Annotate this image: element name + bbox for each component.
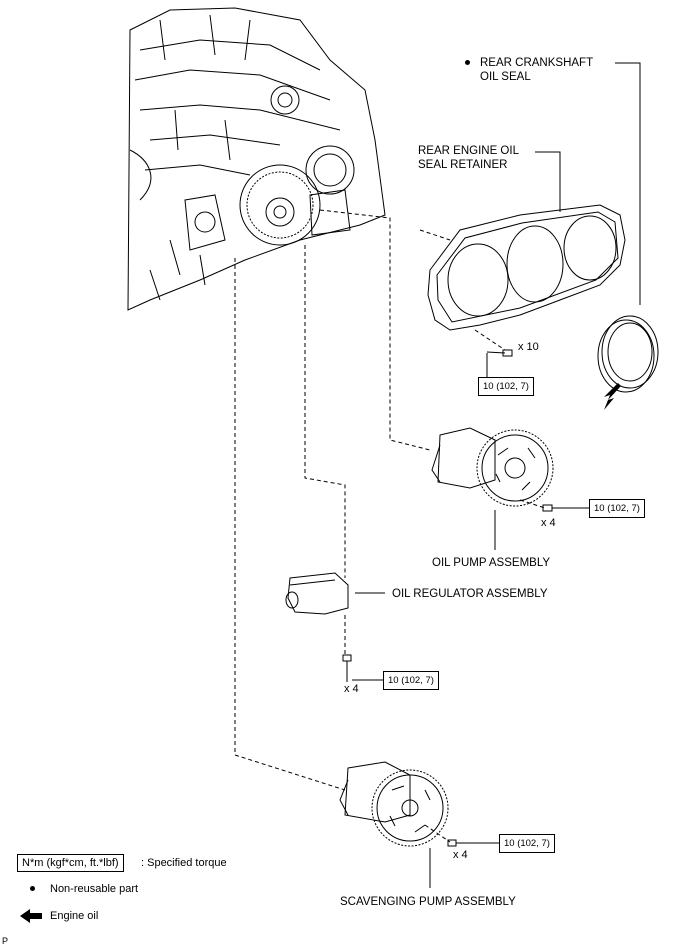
scavenging-pump-assembly-label: SCAVENGING PUMP ASSEMBLY <box>340 896 516 908</box>
bolts <box>342 349 553 847</box>
oil-pump-assembly <box>431 427 554 507</box>
oil-pump-bolt-quantity: x 4 <box>541 517 556 529</box>
legend-bullet-icon <box>30 886 35 891</box>
leader-lines <box>352 62 641 888</box>
oil-regulator-assembly-label: OIL REGULATOR ASSEMBLY <box>392 588 548 600</box>
retainer-torque-box: 10 (102, 7) <box>478 377 534 396</box>
rear-crankshaft-oil-seal-label: REAR CRANKSHAFT OIL SEAL <box>465 56 593 84</box>
alignment-dashes <box>234 209 546 843</box>
retainer-bolt-quantity: x 10 <box>518 341 539 353</box>
non-reusable-bullet <box>465 60 470 66</box>
rear-engine-oil-seal-retainer-label: REAR ENGINE OIL SEAL RETAINER <box>418 144 519 172</box>
engine-oil-arrow <box>604 383 621 410</box>
legend-torque-unit-box: N*m (kgf*cm, ft.*lbf) <box>17 854 124 872</box>
legend-engine-oil: Engine oil <box>50 910 99 922</box>
legend-torque-desc: : Specified torque <box>141 857 227 869</box>
engine-block <box>127 7 386 311</box>
oil-regulator-assembly <box>285 572 349 615</box>
legend-non-reusable: Non-reusable part <box>50 883 139 895</box>
corner-mark: P <box>2 936 9 946</box>
rear-crankshaft-oil-seal <box>597 315 659 393</box>
label-line2: OIL SEAL <box>480 71 531 83</box>
regulator-torque-box: 10 (102, 7) <box>383 671 439 690</box>
label-line2: SEAL RETAINER <box>418 159 508 171</box>
rear-engine-oil-seal-retainer <box>427 204 626 331</box>
legend-engine-oil-arrow <box>20 909 42 923</box>
oil-pump-assembly-label: OIL PUMP ASSEMBLY <box>432 557 551 569</box>
label-line1: REAR ENGINE OIL <box>418 145 519 157</box>
oil-pump-torque-box: 10 (102, 7) <box>589 499 645 518</box>
scavenging-pump-assembly <box>339 761 449 847</box>
regulator-bolt-quantity: x 4 <box>344 683 359 695</box>
scavenging-torque-box: 10 (102, 7) <box>499 834 555 853</box>
label-line1: REAR CRANKSHAFT <box>480 57 594 69</box>
scavenging-bolt-quantity: x 4 <box>453 849 468 861</box>
